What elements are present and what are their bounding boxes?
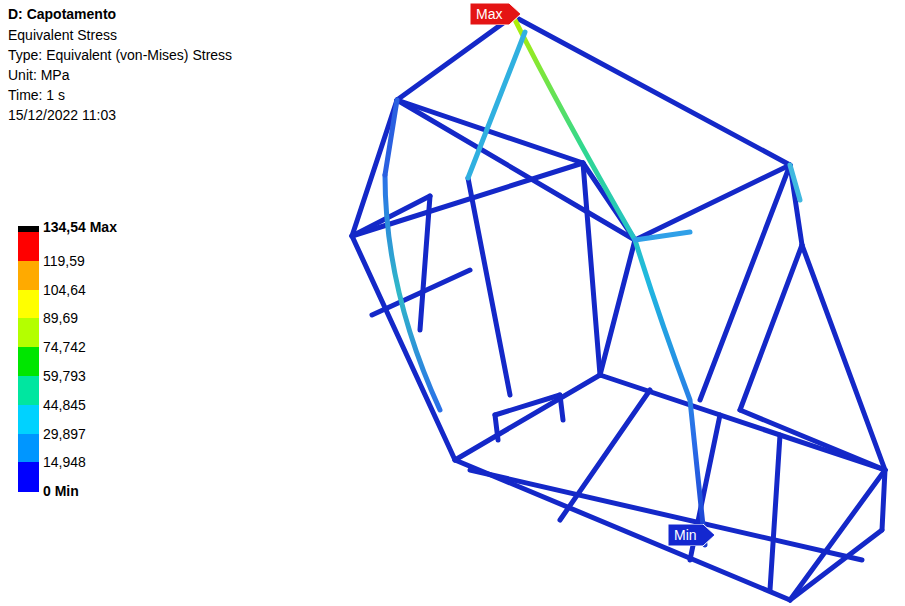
scale-min-value: 0 Min [43, 482, 79, 500]
color-band [18, 376, 39, 405]
color-band [18, 232, 39, 261]
frame-tubes [352, 16, 885, 600]
scale-value: 14,948 [43, 453, 86, 471]
color-band [18, 405, 39, 434]
result-quantity: Equivalent Stress [8, 26, 117, 44]
color-band [18, 261, 39, 290]
color-band [18, 347, 39, 376]
color-band [18, 434, 39, 463]
result-title: D: Capotamento [8, 5, 116, 23]
flag-outline [470, 3, 521, 25]
flag-label: Min [674, 526, 697, 544]
scale-value: 104,64 [43, 281, 86, 299]
scale-value: 74,742 [43, 338, 86, 356]
scale-value: 59,793 [43, 367, 86, 385]
color-band [18, 318, 39, 347]
min-flag: Min [668, 524, 715, 546]
flag-outline [668, 524, 715, 546]
result-type: Type: Equivalent (von-Mises) Stress [8, 46, 232, 64]
color-band [18, 462, 39, 491]
color-band [18, 290, 39, 319]
result-date: 15/12/2022 11:03 [8, 106, 116, 124]
scale-value: 29,897 [43, 425, 86, 443]
scale-value: 134,54 Max [43, 218, 117, 236]
result-time: Time: 1 s [8, 86, 65, 104]
scale-value: 119,59 [43, 252, 85, 270]
scale-value: 89,69 [43, 309, 78, 327]
result-unit: Unit: MPa [8, 66, 69, 84]
scale-value: 44,845 [43, 396, 86, 414]
stressed-tubes [385, 16, 800, 545]
flag-label: Max [476, 5, 502, 23]
max-flag: Max [470, 3, 520, 25]
